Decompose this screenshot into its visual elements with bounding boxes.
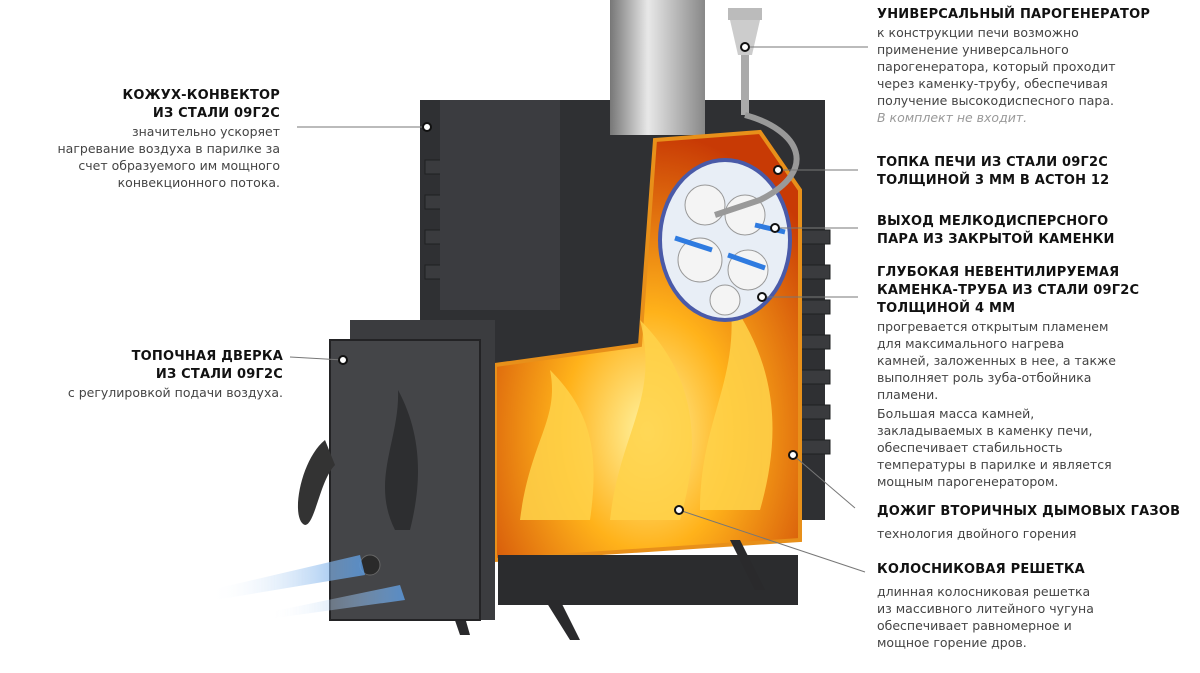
- grate-text: мощное горение дров.: [877, 635, 1027, 650]
- annotation-kamenka: ГЛУБОКАЯ НЕВЕНТИЛИРУЕМАЯ КАМЕНКА-ТРУБА И…: [877, 264, 1197, 490]
- convector-text-4: конвекционного потока.: [117, 175, 280, 190]
- annotation-steam-generator: УНИВЕРСАЛЬНЫЙ ПАРОГЕНЕРАТОР к конструкци…: [877, 6, 1197, 126]
- steam-exit-title-2: ПАРА ИЗ ЗАКРЫТОЙ КАМЕНКИ: [877, 232, 1115, 247]
- callout-dots: [338, 42, 798, 515]
- flame-emblem-icon: [385, 390, 419, 530]
- annotation-door: ТОПОЧНАЯ ДВЕРКА ИЗ СТАЛИ 09Г2С с регулир…: [10, 348, 283, 401]
- door-title-2: ИЗ СТАЛИ 09Г2С: [155, 367, 283, 382]
- steam-generator: [728, 8, 762, 115]
- firebox-title-2: ТОЛЩИНОЙ 3 ММ В АСТОН 12: [877, 173, 1110, 188]
- grate-title: КОЛОСНИКОВАЯ РЕШЕТКА: [877, 562, 1085, 577]
- steam-arrows-icon: [674, 222, 786, 271]
- steam-generator-text-3: парогенератора, который проходит: [877, 59, 1116, 74]
- convector-title-2: ИЗ СТАЛИ 09Г2С: [152, 106, 280, 121]
- afterburn-title: ДОЖИГ ВТОРИЧНЫХ ДЫМОВЫХ ГАЗОВ: [877, 504, 1181, 519]
- kamenka-text: прогревается открытым пламенем: [877, 319, 1109, 334]
- steam-generator-text-1: к конструкции печи возможно: [877, 25, 1079, 40]
- convector-title-1: КОЖУХ-КОНВЕКТОР: [122, 88, 280, 103]
- steam-hose: [714, 112, 800, 218]
- firebox-title-1: ТОПКА ПЕЧИ ИЗ СТАЛИ 09Г2С: [877, 155, 1108, 170]
- convector-text-1: значительно ускоряет: [131, 124, 280, 139]
- kamenka-text: мощным парогенератором.: [877, 474, 1059, 489]
- kamenka-text: выполняет роль зуба-отбойника: [877, 370, 1092, 385]
- steam-exit-title-1: ВЫХОД МЕЛКОДИСПЕРСНОГО: [877, 214, 1109, 229]
- flames: [520, 300, 773, 520]
- kamenka-text: для максимального нагрева: [877, 336, 1065, 351]
- door-text-1: с регулировкой подачи воздуха.: [67, 385, 283, 400]
- chimney-pipe: [610, 0, 705, 135]
- annotation-grate: КОЛОСНИКОВАЯ РЕШЕТКА длинная колосникова…: [877, 561, 1197, 651]
- kamenka-title-1: ГЛУБОКАЯ НЕВЕНТИЛИРУЕМАЯ: [877, 265, 1120, 280]
- grate-text: обеспечивает равномерное и: [877, 618, 1072, 633]
- steam-generator-note: В комплект не входит.: [877, 110, 1028, 125]
- kamenka-text: пламени.: [877, 387, 939, 402]
- convector-text-3: счет образуемого им мощного: [78, 158, 280, 173]
- steam-generator-text-4: через каменку-трубу, обеспечивая: [877, 76, 1108, 91]
- airflow-arrows-icon: [210, 555, 405, 618]
- kamenka-text: температуры в парилке и является: [877, 457, 1112, 472]
- kamenka-text: камней, заложенных в нее, а также: [877, 353, 1116, 368]
- steam-generator-title: УНИВЕРСАЛЬНЫЙ ПАРОГЕНЕРАТОР: [877, 7, 1151, 22]
- annotation-steam-exit: ВЫХОД МЕЛКОДИСПЕРСНОГО ПАРА ИЗ ЗАКРЫТОЙ …: [877, 213, 1197, 249]
- kamenka-title-3: ТОЛЩИНОЙ 4 ММ: [877, 301, 1016, 316]
- steam-generator-text-2: применение универсального: [877, 42, 1069, 57]
- kamenka-text: закладываемых в каменку печи,: [877, 423, 1093, 438]
- grate-text: из массивного литейного чугуна: [877, 601, 1094, 616]
- grate-text: длинная колосниковая решетка: [877, 584, 1091, 599]
- steam-generator-text-5: получение высокодиспесного пара.: [877, 93, 1114, 108]
- annotation-convector: КОЖУХ-КОНВЕКТОР ИЗ СТАЛИ 09Г2С значитель…: [10, 87, 281, 191]
- door-handle[interactable]: [297, 440, 335, 525]
- annotation-afterburn: ДОЖИГ ВТОРИЧНЫХ ДЫМОВЫХ ГАЗОВ технология…: [877, 503, 1197, 542]
- kamenka-text: Большая масса камней,: [877, 406, 1035, 421]
- kamenka-title-2: КАМЕНКА-ТРУБА ИЗ СТАЛИ 09Г2С: [877, 283, 1140, 298]
- afterburn-text: технология двойного горения: [877, 526, 1077, 541]
- annotation-firebox: ТОПКА ПЕЧИ ИЗ СТАЛИ 09Г2С ТОЛЩИНОЙ 3 ММ …: [877, 154, 1197, 190]
- kamenka-text: обеспечивает стабильность: [877, 440, 1063, 455]
- door-title-1: ТОПОЧНАЯ ДВЕРКА: [131, 349, 283, 364]
- leader-lines: [289, 46, 868, 573]
- convector-text-2: нагревание воздуха в парилке за: [57, 141, 281, 156]
